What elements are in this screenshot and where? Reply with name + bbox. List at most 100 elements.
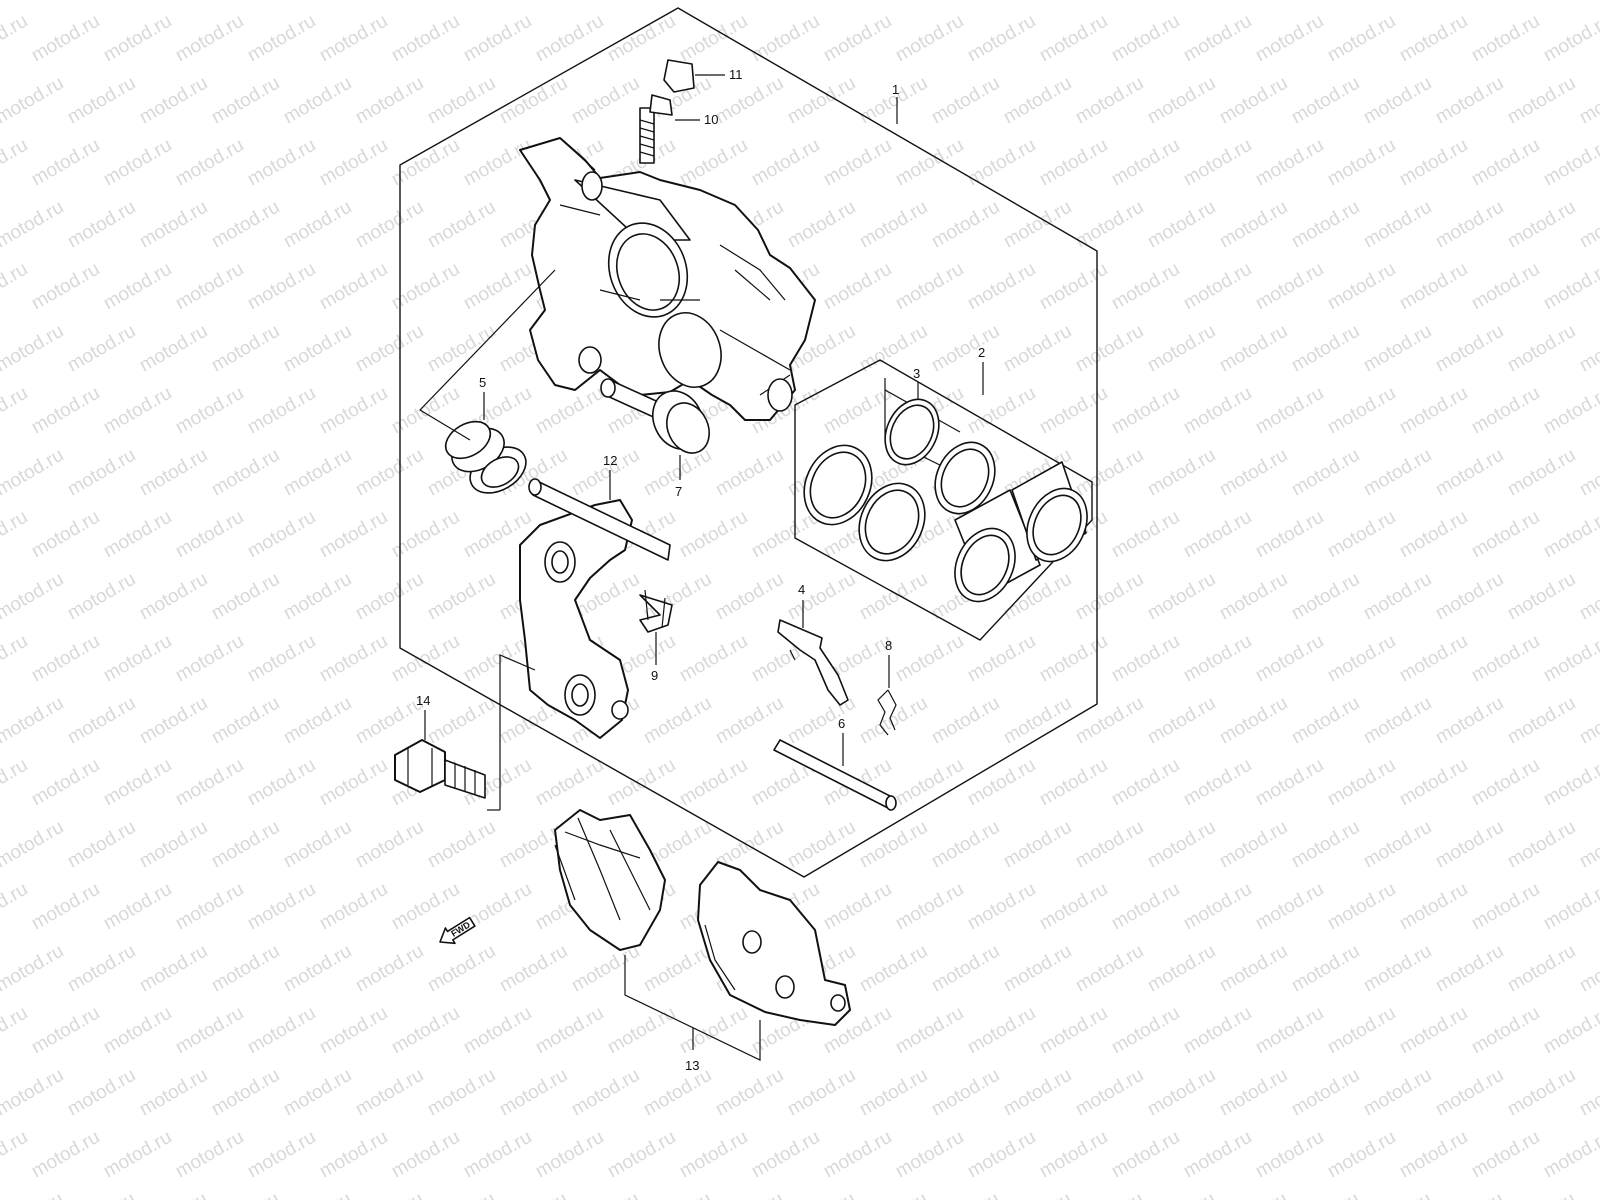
watermark-text: motod.ru bbox=[1360, 941, 1435, 997]
watermark-text: motod.ru bbox=[244, 1003, 319, 1059]
watermark-text: motod.ru bbox=[1216, 817, 1291, 873]
watermark-text: motod.ru bbox=[1540, 879, 1600, 935]
watermark-text: motod.ru bbox=[280, 941, 355, 997]
watermark-text: motod.ru bbox=[64, 1065, 139, 1121]
watermark-text: motod.ru bbox=[784, 817, 859, 873]
watermark-text: motod.ru bbox=[0, 383, 31, 439]
watermark-text: motod.ru bbox=[748, 11, 823, 67]
watermark-text: motod.ru bbox=[1468, 11, 1543, 67]
watermark-text: motod.ru bbox=[1180, 11, 1255, 67]
watermark-text: motod.ru bbox=[1360, 817, 1435, 873]
watermark-text: motod.ru bbox=[1108, 1127, 1183, 1183]
watermark-text: motod.ru bbox=[28, 507, 103, 563]
watermark-text: motod.ru bbox=[1216, 0, 1291, 4]
watermark-text: motod.ru bbox=[1072, 693, 1147, 749]
watermark-text: motod.ru bbox=[1504, 569, 1579, 625]
watermark-text: motod.ru bbox=[928, 1065, 1003, 1121]
watermark-text: motod.ru bbox=[1216, 197, 1291, 253]
callout-1: 1 bbox=[892, 82, 899, 97]
bleeder-cap bbox=[663, 59, 695, 93]
watermark-text: motod.ru bbox=[352, 0, 427, 4]
watermark-text: motod.ru bbox=[0, 1127, 31, 1183]
watermark-text: motod.ru bbox=[496, 1189, 571, 1200]
watermark-text: motod.ru bbox=[1144, 569, 1219, 625]
watermark-text: motod.ru bbox=[280, 0, 355, 4]
watermark-text: motod.ru bbox=[1072, 321, 1147, 377]
watermark-text: motod.ru bbox=[28, 879, 103, 935]
watermark-text: motod.ru bbox=[1432, 1189, 1507, 1200]
watermark-text: motod.ru bbox=[388, 1003, 463, 1059]
watermark-text: motod.ru bbox=[1576, 1189, 1600, 1200]
watermark-text: motod.ru bbox=[172, 1003, 247, 1059]
watermark-text: motod.ru bbox=[820, 383, 895, 439]
watermark-text: motod.ru bbox=[460, 259, 535, 315]
watermark-text: motod.ru bbox=[1144, 0, 1219, 4]
watermark-text: motod.ru bbox=[0, 631, 31, 687]
watermark-text: motod.ru bbox=[1072, 0, 1147, 4]
watermark-text: motod.ru bbox=[1072, 197, 1147, 253]
watermark-text: motod.ru bbox=[1072, 569, 1147, 625]
watermark-text: motod.ru bbox=[856, 817, 931, 873]
callout-3: 3 bbox=[913, 366, 920, 381]
callout-4: 4 bbox=[798, 582, 805, 597]
watermark-text: motod.ru bbox=[1288, 693, 1363, 749]
watermark-text: motod.ru bbox=[928, 693, 1003, 749]
watermark-text: motod.ru bbox=[1252, 1127, 1327, 1183]
watermark-text: motod.ru bbox=[0, 569, 67, 625]
watermark-text: motod.ru bbox=[424, 73, 499, 129]
watermark-text: motod.ru bbox=[856, 0, 931, 4]
pad-spring-clip bbox=[639, 589, 673, 633]
watermark-text: motod.ru bbox=[424, 321, 499, 377]
watermark-text: motod.ru bbox=[1396, 259, 1471, 315]
watermark-text: motod.ru bbox=[640, 1189, 715, 1200]
watermark-text: motod.ru bbox=[208, 0, 283, 4]
watermark-text: motod.ru bbox=[280, 1189, 355, 1200]
watermark-text: motod.ru bbox=[352, 321, 427, 377]
watermark-text: motod.ru bbox=[316, 383, 391, 439]
watermark-text: motod.ru bbox=[1432, 0, 1507, 4]
watermark-text: motod.ru bbox=[244, 383, 319, 439]
watermark-text: motod.ru bbox=[0, 941, 67, 997]
watermark-text: motod.ru bbox=[1396, 507, 1471, 563]
watermark-text: motod.ru bbox=[712, 569, 787, 625]
watermark-text: motod.ru bbox=[820, 135, 895, 191]
watermark-text: motod.ru bbox=[28, 1127, 103, 1183]
watermark-text: motod.ru bbox=[1000, 0, 1075, 4]
watermark-text: motod.ru bbox=[388, 1127, 463, 1183]
callout-13: 13 bbox=[685, 1058, 699, 1073]
watermark-text: motod.ru bbox=[964, 1127, 1039, 1183]
watermark-text: motod.ru bbox=[1324, 259, 1399, 315]
watermark-text: motod.ru bbox=[388, 879, 463, 935]
watermark-text: motod.ru bbox=[316, 755, 391, 811]
watermark-text: motod.ru bbox=[100, 11, 175, 67]
watermark-text: motod.ru bbox=[100, 755, 175, 811]
watermark-text: motod.ru bbox=[964, 755, 1039, 811]
watermark-text: motod.ru bbox=[352, 445, 427, 501]
watermark-text: motod.ru bbox=[1072, 941, 1147, 997]
watermark-text: motod.ru bbox=[1324, 1003, 1399, 1059]
watermark-text: motod.ru bbox=[1180, 1127, 1255, 1183]
watermark-text: motod.ru bbox=[316, 135, 391, 191]
watermark-text: motod.ru bbox=[1576, 73, 1600, 129]
watermark-text: motod.ru bbox=[784, 73, 859, 129]
watermark-text: motod.ru bbox=[1396, 879, 1471, 935]
watermark-text: motod.ru bbox=[1216, 941, 1291, 997]
watermark-text: motod.ru bbox=[1540, 755, 1600, 811]
bleeder-screw bbox=[639, 94, 673, 164]
watermark-text: motod.ru bbox=[1324, 755, 1399, 811]
callout-2: 2 bbox=[978, 345, 985, 360]
watermark-text: motod.ru bbox=[928, 73, 1003, 129]
watermark-text: motod.ru bbox=[1216, 445, 1291, 501]
watermark-text: motod.ru bbox=[1036, 259, 1111, 315]
watermark-text: motod.ru bbox=[1396, 755, 1471, 811]
watermark-text: motod.ru bbox=[964, 11, 1039, 67]
watermark-text: motod.ru bbox=[1108, 879, 1183, 935]
watermark-text: motod.ru bbox=[856, 197, 931, 253]
watermark-text: motod.ru bbox=[1216, 693, 1291, 749]
watermark-text: motod.ru bbox=[100, 383, 175, 439]
watermark-text: motod.ru bbox=[568, 1189, 643, 1200]
callout-9: 9 bbox=[651, 668, 658, 683]
callout-12: 12 bbox=[603, 453, 617, 468]
watermark-text: motod.ru bbox=[532, 1003, 607, 1059]
